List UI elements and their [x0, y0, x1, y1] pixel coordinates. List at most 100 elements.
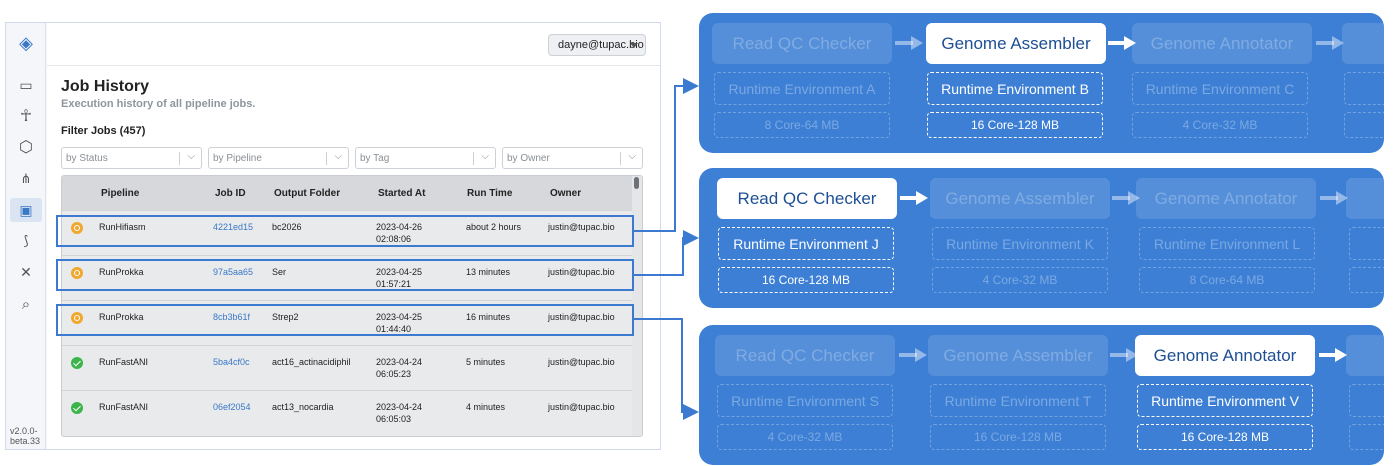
scrollbar-thumb[interactable]: [634, 177, 639, 189]
pipeline-cell: RunHifiasm: [99, 222, 146, 232]
caret-down-icon: [630, 43, 638, 48]
stage-read-qc-checker[interactable]: Read QC Checker: [712, 23, 892, 64]
main-content: dayne@tupac.bio Job History Execution hi…: [47, 23, 660, 449]
running-status-icon: [71, 222, 83, 234]
resource-spec: 8 Core-64 MB: [714, 112, 890, 138]
table-scrollbar[interactable]: [632, 176, 642, 436]
owner-filter[interactable]: by Owner ⌵: [502, 147, 643, 169]
hexagon-network-icon[interactable]: ⬡: [19, 139, 33, 156]
resource-spec: 16 Core-128 MB: [930, 424, 1106, 450]
table-row[interactable]: RunFastANI 06ef2054 act13_nocardia 2023-…: [62, 390, 634, 435]
resource-spec: 4 Core-32 MB: [932, 267, 1108, 293]
table-header: Pipeline Job ID Output Folder Started At…: [62, 176, 634, 210]
person-icon[interactable]: ☥: [20, 108, 32, 125]
resource-spec-partial: [1349, 267, 1384, 293]
chevron-down-icon: ⌵: [334, 151, 342, 162]
column-header-output-folder[interactable]: Output Folder: [274, 188, 341, 199]
success-status-icon: [71, 402, 83, 414]
pipeline-panel: Read QC Checker Genome Assembler Genome …: [699, 13, 1384, 153]
table-row[interactable]: RunFastANI 5ba4cf0c act16_actinacidiphil…: [62, 345, 634, 390]
runtime-environment-partial: [1349, 227, 1384, 260]
stage-read-qc-checker[interactable]: Read QC Checker: [717, 178, 897, 219]
resource-spec-partial: [1349, 424, 1384, 450]
pipeline-filter-placeholder: by Pipeline: [213, 153, 262, 164]
run-time-cell: 5 minutes: [466, 357, 506, 367]
dna-icon[interactable]: ⟆: [23, 233, 29, 248]
inbox-icon[interactable]: ▭: [19, 76, 33, 93]
output-folder-cell: act16_actinacidiphil: [272, 357, 351, 367]
stage-genome-annotator[interactable]: Genome Annotator: [1136, 178, 1316, 219]
resource-spec: 4 Core-32 MB: [717, 424, 893, 450]
resource-spec: 16 Core-128 MB: [927, 112, 1103, 138]
logo-icon[interactable]: ◈: [19, 32, 33, 53]
job-history-app: ◈ ▭ ☥ ⬡ ⋔ ▣ ⟆ ✕ ⌕ v2.0.0-beta.33 dayne@t…: [5, 22, 661, 450]
owner-filter-placeholder: by Owner: [507, 153, 550, 164]
header-divider: [47, 65, 660, 66]
column-header-job-id[interactable]: Job ID: [215, 188, 246, 199]
run-time-cell: 13 minutes: [466, 267, 511, 277]
stage-next: [1346, 335, 1384, 376]
stage-genome-assembler[interactable]: Genome Assembler: [930, 178, 1110, 219]
column-header-started-at[interactable]: Started At: [378, 188, 426, 199]
run-time-cell: 16 minutes: [466, 312, 511, 322]
chromosome-icon[interactable]: ✕: [20, 263, 32, 280]
stage-genome-assembler[interactable]: Genome Assembler: [928, 335, 1108, 376]
filter-title: Filter Jobs (457): [61, 125, 146, 137]
page-title: Job History: [61, 78, 150, 95]
status-filter[interactable]: by Status ⌵: [61, 147, 202, 169]
runtime-environment: Runtime Environment K: [932, 227, 1108, 260]
pipeline-cell: RunProkka: [99, 312, 144, 322]
stage-genome-annotator[interactable]: Genome Annotator: [1132, 23, 1312, 64]
job-id-link[interactable]: 8cb3b61f: [213, 312, 251, 322]
owner-cell: justin@tupac.bio: [548, 357, 615, 367]
chevron-down-icon: ⌵: [628, 151, 636, 162]
started-at-cell: 2023-04-24 06:05:23: [376, 357, 423, 379]
owner-cell: justin@tupac.bio: [548, 222, 615, 232]
pipeline-cell: RunFastANI: [99, 357, 149, 367]
row-highlight-box: [56, 215, 634, 247]
job-history-icon[interactable]: ▣: [10, 198, 42, 222]
arrow-right-icon: [1320, 191, 1350, 205]
stage-genome-annotator[interactable]: Genome Annotator: [1135, 335, 1315, 376]
pipeline-cell: RunFastANI: [99, 402, 149, 412]
table-row[interactable]: RunProkka 8cb3b61f Strep2 2023-04-25 01:…: [62, 300, 634, 345]
stage-next: [1346, 178, 1384, 219]
running-status-icon: [71, 267, 83, 279]
arrow-right-icon: [895, 36, 925, 50]
runtime-environment: Runtime Environment S: [717, 384, 893, 417]
hierarchy-icon[interactable]: ⋔: [20, 171, 32, 186]
stage-genome-assembler[interactable]: Genome Assembler: [926, 23, 1106, 64]
owner-cell: justin@tupac.bio: [548, 312, 615, 322]
user-menu-button[interactable]: dayne@tupac.bio: [548, 34, 646, 56]
tag-filter[interactable]: by Tag ⌵: [355, 147, 496, 169]
column-header-pipeline[interactable]: Pipeline: [101, 188, 140, 199]
stage-read-qc-checker[interactable]: Read QC Checker: [715, 335, 895, 376]
run-time-cell: 4 minutes: [466, 402, 506, 412]
resource-spec-partial: [1344, 112, 1384, 138]
owner-cell: justin@tupac.bio: [548, 402, 615, 412]
column-header-run-time[interactable]: Run Time: [467, 188, 513, 199]
pipeline-panel: Read QC Checker Genome Assembler Genome …: [699, 168, 1384, 308]
pipeline-filter[interactable]: by Pipeline ⌵: [208, 147, 349, 169]
search-icon[interactable]: ⌕: [21, 295, 31, 313]
table-row[interactable]: RunHifiasm 4221ed15 bc2026 2023-04-26 02…: [62, 210, 634, 255]
table-row[interactable]: RunProkka 97a5aa65 Ser 2023-04-25 01:57:…: [62, 255, 634, 300]
owner-cell: justin@tupac.bio: [548, 267, 615, 277]
status-filter-placeholder: by Status: [66, 153, 108, 164]
job-id-link[interactable]: 06ef2054: [213, 402, 251, 412]
runtime-environment: Runtime Environment A: [714, 72, 890, 105]
job-id-link[interactable]: 97a5aa65: [213, 267, 254, 277]
pipeline-panel: Read QC Checker Genome Assembler Genome …: [699, 325, 1384, 465]
column-header-owner[interactable]: Owner: [550, 188, 582, 199]
user-email: dayne@tupac.bio: [558, 39, 644, 51]
resource-spec: 16 Core-128 MB: [718, 267, 894, 293]
job-id-link[interactable]: 5ba4cf0c: [213, 357, 250, 367]
chevron-down-icon: ⌵: [187, 151, 195, 162]
arrow-right-icon: [1108, 36, 1138, 50]
run-time-cell: about 2 hours: [466, 222, 522, 232]
job-id-link[interactable]: 4221ed15: [213, 222, 254, 232]
jobs-table: Pipeline Job ID Output Folder Started At…: [61, 175, 643, 437]
runtime-environment: Runtime Environment C: [1132, 72, 1308, 105]
arrow-right-icon: [899, 348, 929, 362]
